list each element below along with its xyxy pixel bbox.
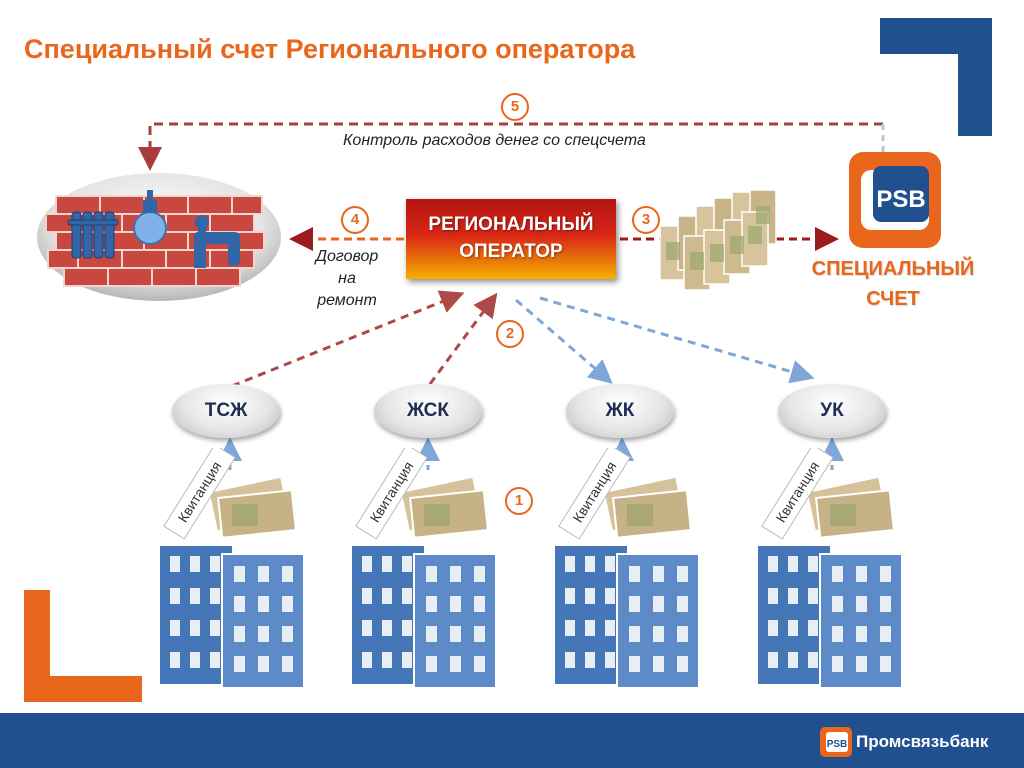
- arrow-zhsk-2: [428, 292, 498, 385]
- step-1-badge: 1: [505, 487, 533, 515]
- bottom-left-corner-decor: [24, 590, 142, 702]
- step-5-badge: 5: [501, 93, 529, 121]
- building-front-icon: [221, 553, 305, 689]
- building-front-icon: [819, 553, 903, 689]
- residential-group-2: Квитанция: [555, 448, 700, 689]
- repair-works-illustration: [37, 173, 281, 301]
- building-back-icon: [352, 546, 424, 684]
- bank-name: Промсвязьбанк: [856, 732, 989, 751]
- banknotes-icon: [207, 475, 297, 539]
- contract-label: Договор на ремонт: [300, 246, 394, 312]
- operator-line-1: РЕГИОНАЛЬНЫЙ: [428, 214, 594, 235]
- building-front-icon: [413, 553, 497, 689]
- arrow-control-5: [138, 122, 883, 171]
- operator-line-2: ОПЕРАТОР: [459, 241, 563, 262]
- footer-psb-logo-icon: PSB: [820, 727, 852, 757]
- step-3-badge: 3: [632, 206, 660, 234]
- contract-line-1: Договор: [315, 248, 379, 265]
- residential-group-3: Квитанция: [758, 448, 903, 689]
- regional-operator-box: РЕГИОНАЛЬНЫЙ ОПЕРАТОР: [406, 199, 616, 279]
- arrow-op-zhk-2: [515, 298, 613, 384]
- residential-group-1: Квитанция: [352, 448, 497, 689]
- top-right-corner-decor: [880, 18, 992, 136]
- svg-text:PSB: PSB: [876, 186, 925, 213]
- special-account-label: СПЕЦИАЛЬНЫЙ СЧЕТ: [800, 254, 986, 314]
- building-back-icon: [555, 546, 627, 684]
- footer-bar: [0, 713, 1024, 768]
- org-tszh: ТСЖ: [172, 384, 280, 438]
- banknotes-icon: [399, 475, 489, 539]
- banknotes-icon: [805, 475, 895, 539]
- special-line-1: СПЕЦИАЛЬНЫЙ: [811, 258, 975, 280]
- org-zhsk: ЖСК: [374, 384, 482, 438]
- special-line-2: СЧЕТ: [866, 288, 920, 310]
- arrow-tszh-2: [231, 290, 465, 388]
- arrow-op-uk-2: [539, 296, 815, 384]
- contract-line-3: ремонт: [317, 292, 377, 309]
- building-back-icon: [758, 546, 830, 684]
- org-uk: УК: [778, 384, 886, 438]
- psb-logo-icon: PSB: [849, 152, 941, 248]
- residential-group-0: Квитанция: [160, 448, 305, 689]
- contract-line-2: на: [338, 270, 356, 287]
- banknotes-icon: [602, 475, 692, 539]
- step-2-badge: 2: [496, 320, 524, 348]
- money-stack-illustration: [659, 189, 777, 291]
- step-4-badge: 4: [341, 206, 369, 234]
- footer-logo-text: PSB: [827, 739, 848, 750]
- building-back-icon: [160, 546, 232, 684]
- page-title: Специальный счет Регионального оператора: [24, 34, 636, 64]
- control-label: Контроль расходов денег со спецсчета: [343, 132, 646, 149]
- org-zhk: ЖК: [566, 384, 674, 438]
- building-front-icon: [616, 553, 700, 689]
